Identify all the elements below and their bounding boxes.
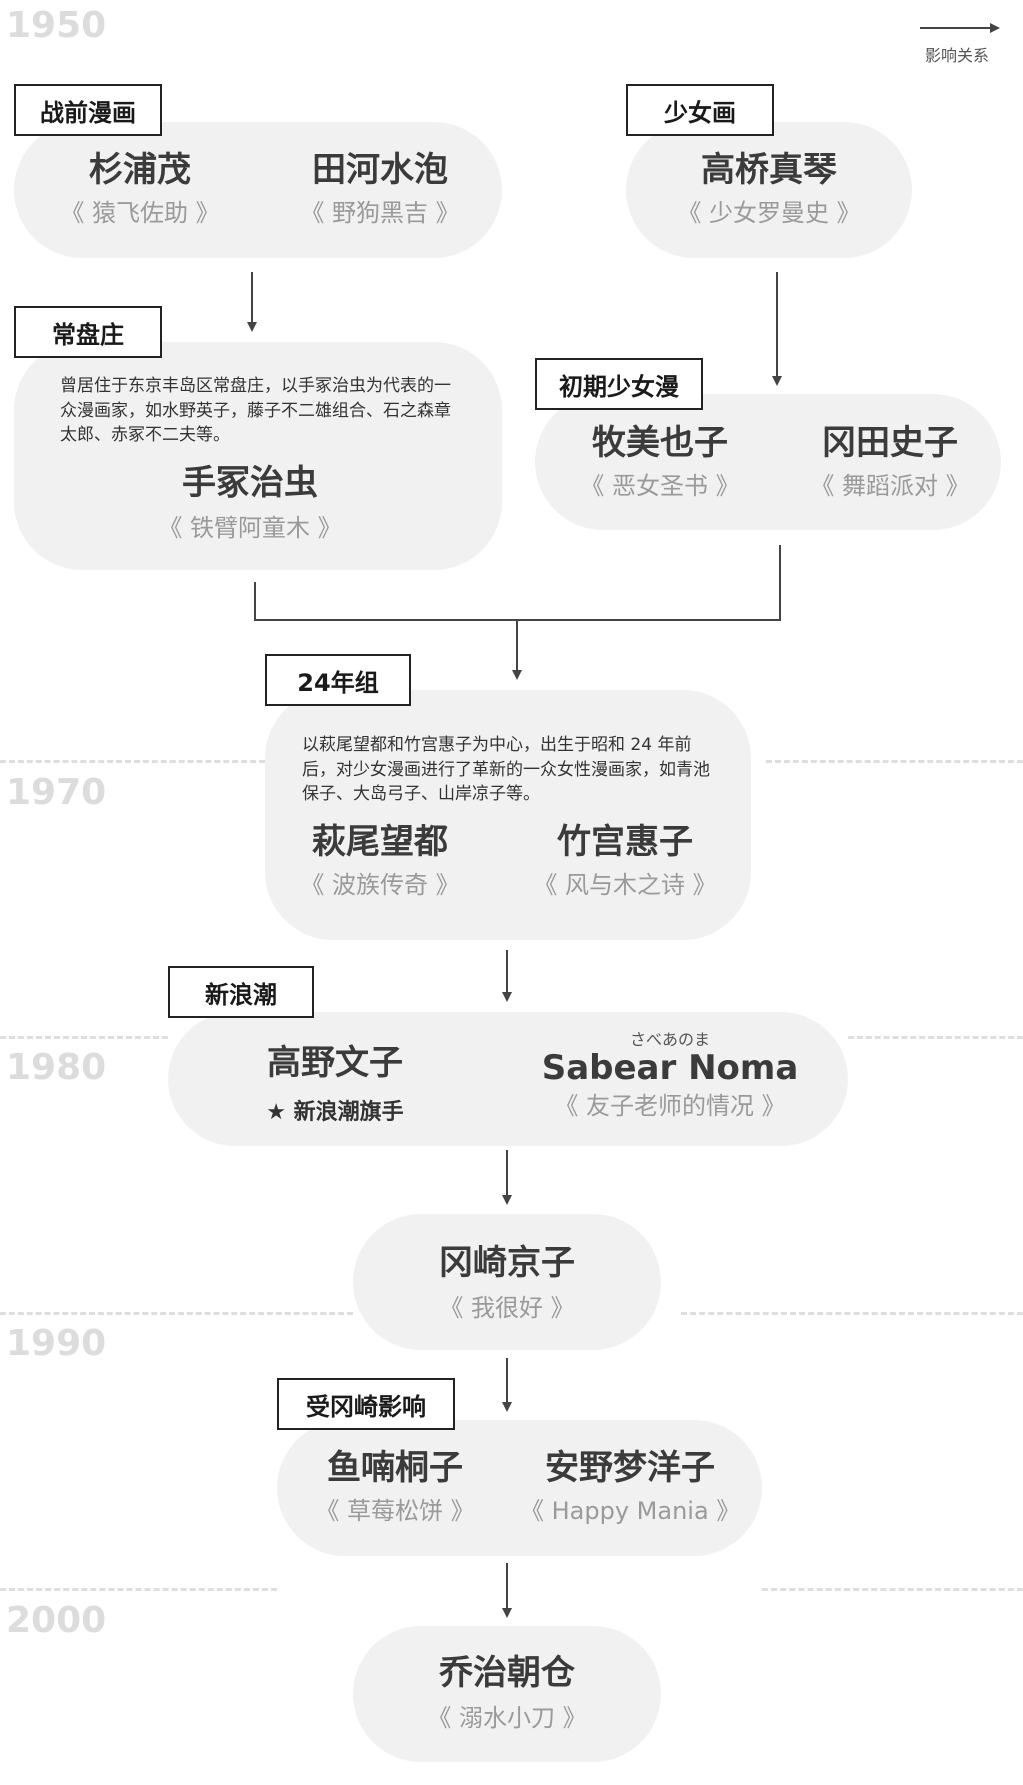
decade-label-1950: 1950 xyxy=(6,5,107,46)
block-okazaki xyxy=(353,1214,661,1350)
artist-name: 高桥真琴 xyxy=(701,150,837,190)
tag-shojo: 少女画 xyxy=(626,84,774,136)
artist-work: 《 少女罗曼史 》 xyxy=(677,199,861,227)
block-george xyxy=(353,1626,661,1762)
artist-work: 《 铁臂阿童木 》 xyxy=(158,514,342,542)
decade-guide-1980-left xyxy=(0,1036,168,1039)
artist-name: 手冢治虫 xyxy=(182,463,318,503)
artist-name: 冈田史子 xyxy=(822,423,958,463)
artist-work: 《 野狗黑吉 》 xyxy=(300,199,460,227)
artist-name: 杉浦茂 xyxy=(89,150,191,190)
artist-work: 《 Happy Mania 》 xyxy=(520,1497,741,1525)
artist-work: 《 猿飞佐助 》 xyxy=(60,199,220,227)
artist-work: 《 风与木之诗 》 xyxy=(533,871,717,899)
artist-work: 《 溺水小刀 》 xyxy=(427,1704,587,1732)
decade-label-2000: 2000 xyxy=(6,1600,107,1641)
artist-name: 鱼喃桐子 xyxy=(327,1448,463,1488)
decade-guide-1970-left xyxy=(0,760,265,763)
artist-name: 田河水泡 xyxy=(312,150,448,190)
artist-work: 《 草莓松饼 》 xyxy=(315,1497,475,1525)
artist-name: 乔治朝仓 xyxy=(439,1653,575,1693)
block-prewar xyxy=(14,122,502,258)
decade-guide-2000-right xyxy=(762,1588,1023,1591)
decade-guide-1990-left xyxy=(0,1312,353,1315)
decade-label-1980: 1980 xyxy=(6,1047,107,1088)
artist-name: Sabear Noma xyxy=(541,1048,799,1088)
artist-work: 《 舞蹈派对 》 xyxy=(810,472,970,500)
block-influenced xyxy=(277,1420,762,1556)
decade-guide-2000-left xyxy=(0,1588,277,1591)
tag-influenced: 受冈崎影响 xyxy=(277,1378,455,1430)
block-tokiwa xyxy=(14,342,502,570)
block-shojo xyxy=(626,122,912,258)
decade-guide-1990-right xyxy=(681,1312,1023,1315)
legend-label: 影响关系 xyxy=(925,46,990,65)
artist-badge: ★ 新浪潮旗手 xyxy=(266,1100,404,1125)
decade-guide-1980-right xyxy=(848,1036,1023,1039)
artist-name: 冈崎京子 xyxy=(439,1243,575,1283)
tag-group24: 24年组 xyxy=(265,654,411,706)
artist-work: 《 波族传奇 》 xyxy=(300,871,460,899)
artist-name: 萩尾望都 xyxy=(312,822,448,862)
block-group24 xyxy=(265,690,751,940)
artist-name: 牧美也子 xyxy=(592,423,728,463)
decade-label-1970: 1970 xyxy=(6,772,107,813)
artist-work: 《 我很好 》 xyxy=(439,1294,575,1322)
artist-work: 《 恶女圣书 》 xyxy=(580,472,740,500)
artist-name: 高野文子 xyxy=(267,1043,403,1083)
tag-prewar: 战前漫画 xyxy=(14,84,162,136)
group-description: 以萩尾望都和竹宫惠子为中心，出生于昭和 24 年前后，对少女漫画进行了革新的一众… xyxy=(302,735,710,805)
group-description: 曾居住于东京丰岛区常盘庄，以手冢治虫为代表的一众漫画家，如水野英子，藤子不二雄组… xyxy=(60,376,451,446)
artist-work: 《 友子老师的情况 》 xyxy=(554,1092,786,1120)
decade-label-1990: 1990 xyxy=(6,1323,107,1364)
artist-furigana: さべあのま xyxy=(629,1030,710,1049)
tag-newwave: 新浪潮 xyxy=(168,966,314,1018)
block-early-shojo xyxy=(535,394,1001,530)
decade-guide-1970-right xyxy=(766,760,1023,763)
artist-name: 安野梦洋子 xyxy=(545,1448,715,1488)
tag-tokiwa: 常盘庄 xyxy=(14,306,162,358)
tag-early-shojo: 初期少女漫 xyxy=(535,358,703,410)
block-newwave xyxy=(168,1012,848,1146)
artist-name: 竹宫惠子 xyxy=(557,822,693,862)
